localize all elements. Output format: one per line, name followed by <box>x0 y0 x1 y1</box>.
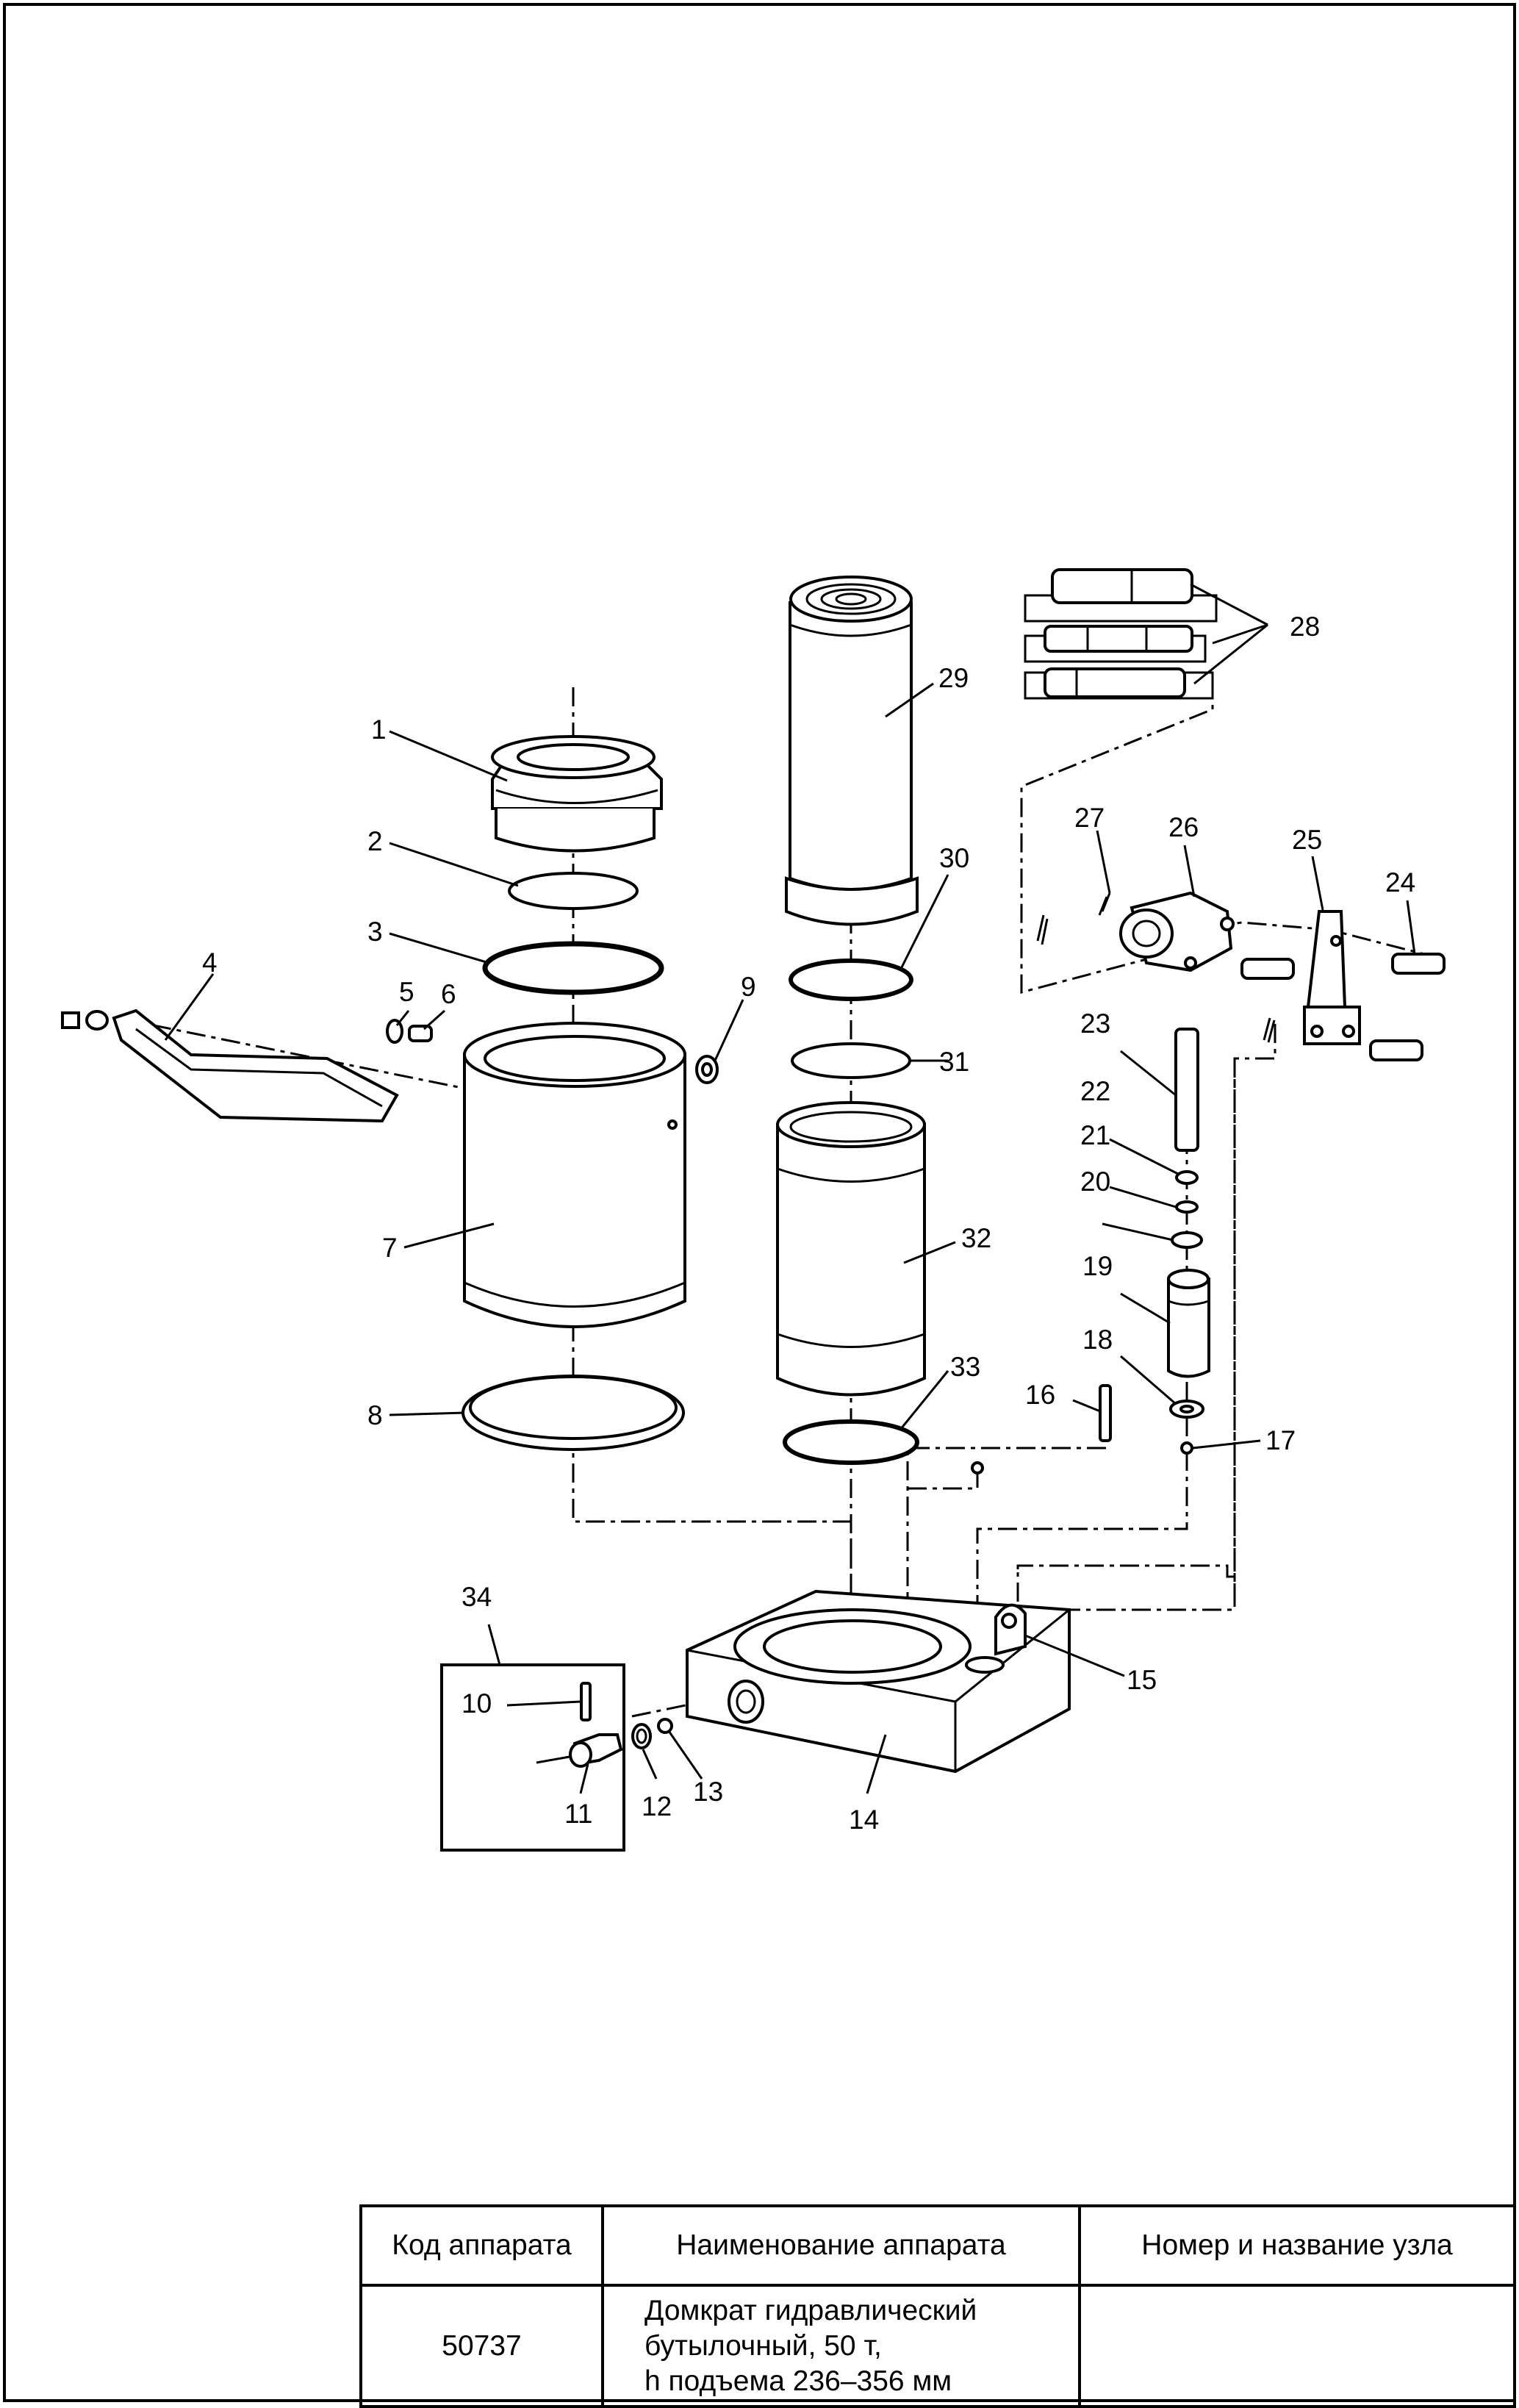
part-34-kit-box <box>440 1663 625 1852</box>
part-12-ring <box>631 1723 652 1749</box>
device-name: Домкрат гидравлический бутылочный, 50 т,… <box>601 2284 1081 2408</box>
label-part-17: 17 <box>1265 1425 1296 1455</box>
label-part-8: 8 <box>367 1400 383 1430</box>
label-part-25: 25 <box>1292 825 1322 855</box>
label-part-19: 19 <box>1082 1251 1113 1281</box>
device-code: 50737 <box>359 2284 604 2408</box>
title-block-header-row: Код аппарата Наименование аппарата Номер… <box>359 2204 1516 2287</box>
part-23-pin <box>1174 1028 1199 1152</box>
part-4-handle <box>61 1008 399 1123</box>
part-2-ring <box>508 872 639 910</box>
part-5-washer <box>386 1019 403 1044</box>
part-25-link <box>1263 910 1361 1045</box>
part-28-pins <box>1024 568 1218 700</box>
label-part-24: 24 <box>1385 867 1415 897</box>
label-part-14: 14 <box>849 1805 879 1835</box>
label-part-9: 9 <box>741 972 756 1002</box>
part-18-washer <box>1169 1400 1204 1419</box>
label-part-3: 3 <box>367 917 383 947</box>
title-block-value-row: 50737 Домкрат гидравлический бутылочный,… <box>359 2284 1516 2408</box>
label-part-18: 18 <box>1082 1325 1113 1355</box>
label-part-31: 31 <box>939 1047 969 1077</box>
part-13-ball <box>657 1718 673 1734</box>
part-labels: 1 2 3 4 5 6 7 8 9 10 11 12 13 14 15 16 1… <box>202 612 1415 1835</box>
label-part-21: 21 <box>1080 1120 1110 1150</box>
part-26-clevis <box>1119 891 1235 972</box>
label-part-4: 4 <box>202 947 218 978</box>
label-part-6: 6 <box>441 979 456 1009</box>
label-part-1: 1 <box>371 714 387 745</box>
part-14-base <box>686 1589 1071 1774</box>
part-17-ball <box>1180 1441 1193 1455</box>
label-part-5: 5 <box>399 977 414 1007</box>
part-27-cotter <box>1036 892 1111 945</box>
label-part-22: 22 <box>1080 1076 1110 1106</box>
device-name-line-3: h подъема 236–356 мм <box>644 2365 952 2397</box>
label-part-32: 32 <box>961 1223 991 1253</box>
label-part-13: 13 <box>693 1777 723 1807</box>
part-8-ring <box>462 1375 685 1451</box>
part-30-ring <box>789 958 913 1001</box>
header-device-name: Наименование аппарата <box>601 2204 1081 2287</box>
label-part-27: 27 <box>1074 803 1105 833</box>
label-part-23: 23 <box>1080 1008 1110 1039</box>
label-part-34: 34 <box>462 1582 492 1612</box>
label-part-10: 10 <box>462 1688 492 1719</box>
header-device-code: Код аппарата <box>359 2204 604 2287</box>
device-name-line-2: бутылочный, 50 т, <box>644 2329 882 2362</box>
part-7-sleeve <box>463 1022 686 1328</box>
label-part-2: 2 <box>367 826 383 856</box>
label-part-7: 7 <box>382 1233 398 1263</box>
label-part-11: 11 <box>564 1799 592 1829</box>
part-21-ring <box>1175 1200 1199 1214</box>
part-10-pin <box>580 1682 592 1721</box>
unit-number <box>1078 2284 1516 2408</box>
part-29-ram <box>785 576 919 926</box>
part-24-pins <box>1240 953 1446 1061</box>
label-part-12: 12 <box>642 1791 672 1821</box>
part-20-washer <box>1171 1231 1203 1249</box>
part-16-pin <box>1099 1384 1112 1442</box>
part-9-nut <box>695 1055 719 1084</box>
device-name-line-1: Домкрат гидравлический <box>644 2294 977 2326</box>
part-3-ring <box>482 941 664 995</box>
label-part-28: 28 <box>1290 612 1320 642</box>
label-part-20: 20 <box>1080 1167 1110 1197</box>
title-block: Код аппарата Наименование аппарата Номер… <box>359 2204 1516 2408</box>
part-6-pin <box>408 1025 433 1042</box>
part-1-nut <box>491 735 663 853</box>
small-ball <box>971 1461 984 1474</box>
part-15-lug <box>994 1603 1027 1656</box>
label-part-26: 26 <box>1168 812 1199 842</box>
header-unit-number: Номер и название узла <box>1078 2204 1516 2287</box>
part-32-cylinder <box>776 1101 926 1397</box>
label-part-33: 33 <box>950 1352 980 1382</box>
part-31-ring <box>791 1042 911 1079</box>
label-part-16: 16 <box>1025 1380 1055 1410</box>
part-11-screw <box>536 1733 623 1768</box>
part-22-ring <box>1175 1170 1199 1185</box>
part-19-cylinder <box>1167 1269 1210 1378</box>
label-part-15: 15 <box>1127 1665 1157 1695</box>
part-33-ring <box>783 1419 919 1465</box>
label-part-29: 29 <box>938 663 969 693</box>
label-part-30: 30 <box>939 843 969 873</box>
leader-lines <box>164 583 1416 1794</box>
